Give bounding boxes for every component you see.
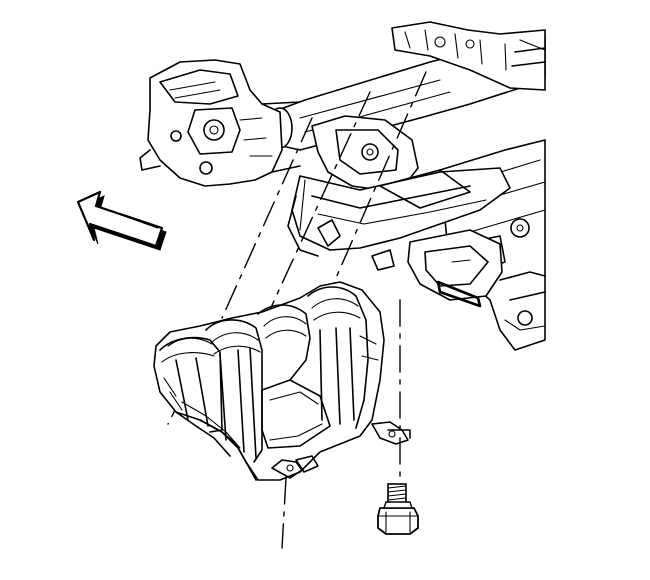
skid-plate — [153, 281, 411, 481]
front-direction-arrow-icon — [76, 190, 167, 251]
vehicle-frame — [139, 21, 546, 351]
bolt-icon — [377, 483, 419, 535]
